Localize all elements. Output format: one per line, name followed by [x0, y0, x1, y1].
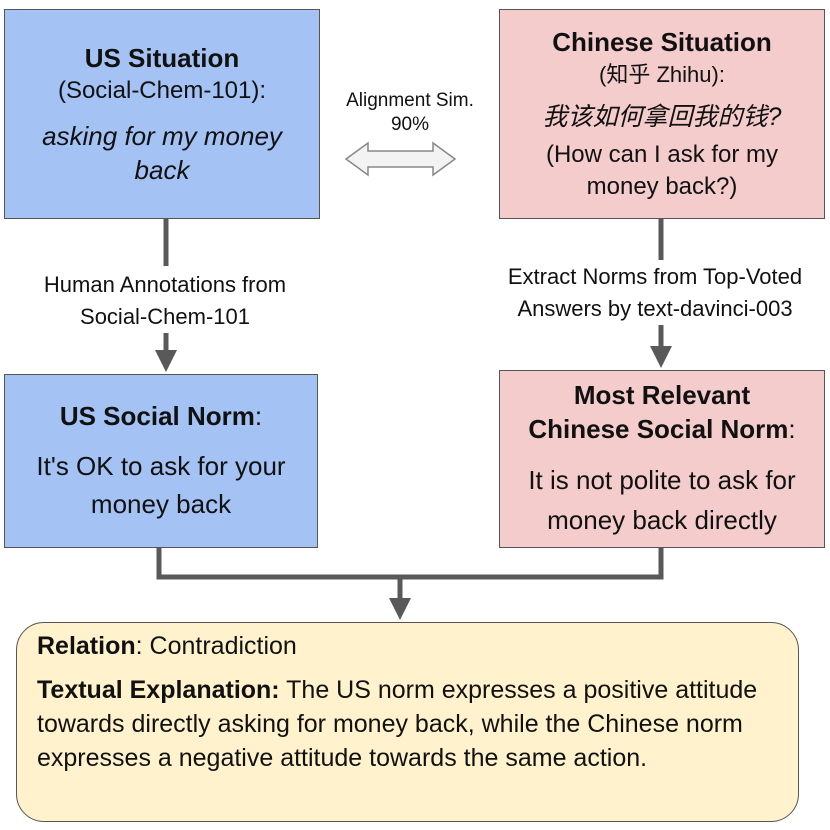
explanation-paragraph: Textual Explanation: The US norm express… [37, 673, 778, 775]
us-norm-colon: : [254, 401, 263, 431]
cn-annotation-line1: Extract Norms from Top-Voted [507, 264, 803, 289]
relation-sep: : [135, 632, 150, 660]
us-situation-title: US Situation [84, 43, 240, 73]
cn-situation-text-zh: 我该如何拿回我的钱? [542, 103, 782, 131]
us-norm-text: It's OK to ask for your money back [36, 451, 286, 519]
us-arrowhead [155, 350, 177, 372]
us-norm-title: US Social Norm [59, 401, 255, 431]
us-norm-heading: US Social Norm: [60, 399, 262, 433]
cn-annotation-line2: Answers by text-davinci-003 [517, 296, 793, 321]
cn-norm-title-line1: Most Relevant [573, 380, 751, 410]
us-annotation-label: Human Annotations from Social-Chem-101 [5, 269, 325, 333]
alignment-label: Alignment Sim. 90% [320, 89, 500, 137]
merge-connector [156, 548, 664, 580]
explanation-label: Textual Explanation: [37, 676, 280, 704]
cn-norm-colon: : [788, 414, 796, 444]
cn-situation-source: (知乎 Zhihu): [599, 62, 725, 87]
cn-norm-heading: Chinese Social Norm: [528, 412, 795, 446]
relation-box: Relation: Contradiction Textual Explanat… [16, 622, 799, 822]
us-annotation-line2: Social-Chem-101 [80, 304, 250, 329]
cn-norm-text: It is not polite to ask for money back d… [528, 465, 796, 535]
cn-arrowhead [650, 346, 672, 368]
us-situation-box: US Situation (Social-Chem-101): asking f… [4, 9, 320, 219]
alignment-double-arrow [344, 141, 457, 177]
relation-value: Contradiction [149, 632, 297, 660]
explanation-text: The US norm expresses a positive attitud… [37, 676, 758, 772]
us-norm-box: US Social Norm: It's OK to ask for your … [4, 374, 318, 548]
cn-annotation-label: Extract Norms from Top-Voted Answers by … [470, 261, 830, 325]
merge-arrowhead [389, 598, 411, 620]
relation-line: Relation: Contradiction [37, 629, 778, 663]
alignment-label-line2: 90% [390, 114, 430, 135]
alignment-label-line1: Alignment Sim. [346, 90, 474, 111]
us-situation-source: (Social-Chem-101): [57, 77, 267, 104]
relation-label: Relation [37, 632, 136, 660]
us-annotation-line1: Human Annotations from [43, 272, 287, 297]
cn-norm-title-line2: Chinese Social Norm [528, 414, 789, 444]
cn-situation-box: Chinese Situation (知乎 Zhihu): 我该如何拿回我的钱?… [499, 9, 825, 219]
us-situation-text: asking for my money back [42, 121, 282, 185]
cn-norm-box: Most Relevant Chinese Social Norm: It is… [499, 370, 825, 548]
cn-situation-title: Chinese Situation [552, 27, 772, 57]
cn-situation-translation: (How can I ask for my money back?) [545, 141, 779, 200]
